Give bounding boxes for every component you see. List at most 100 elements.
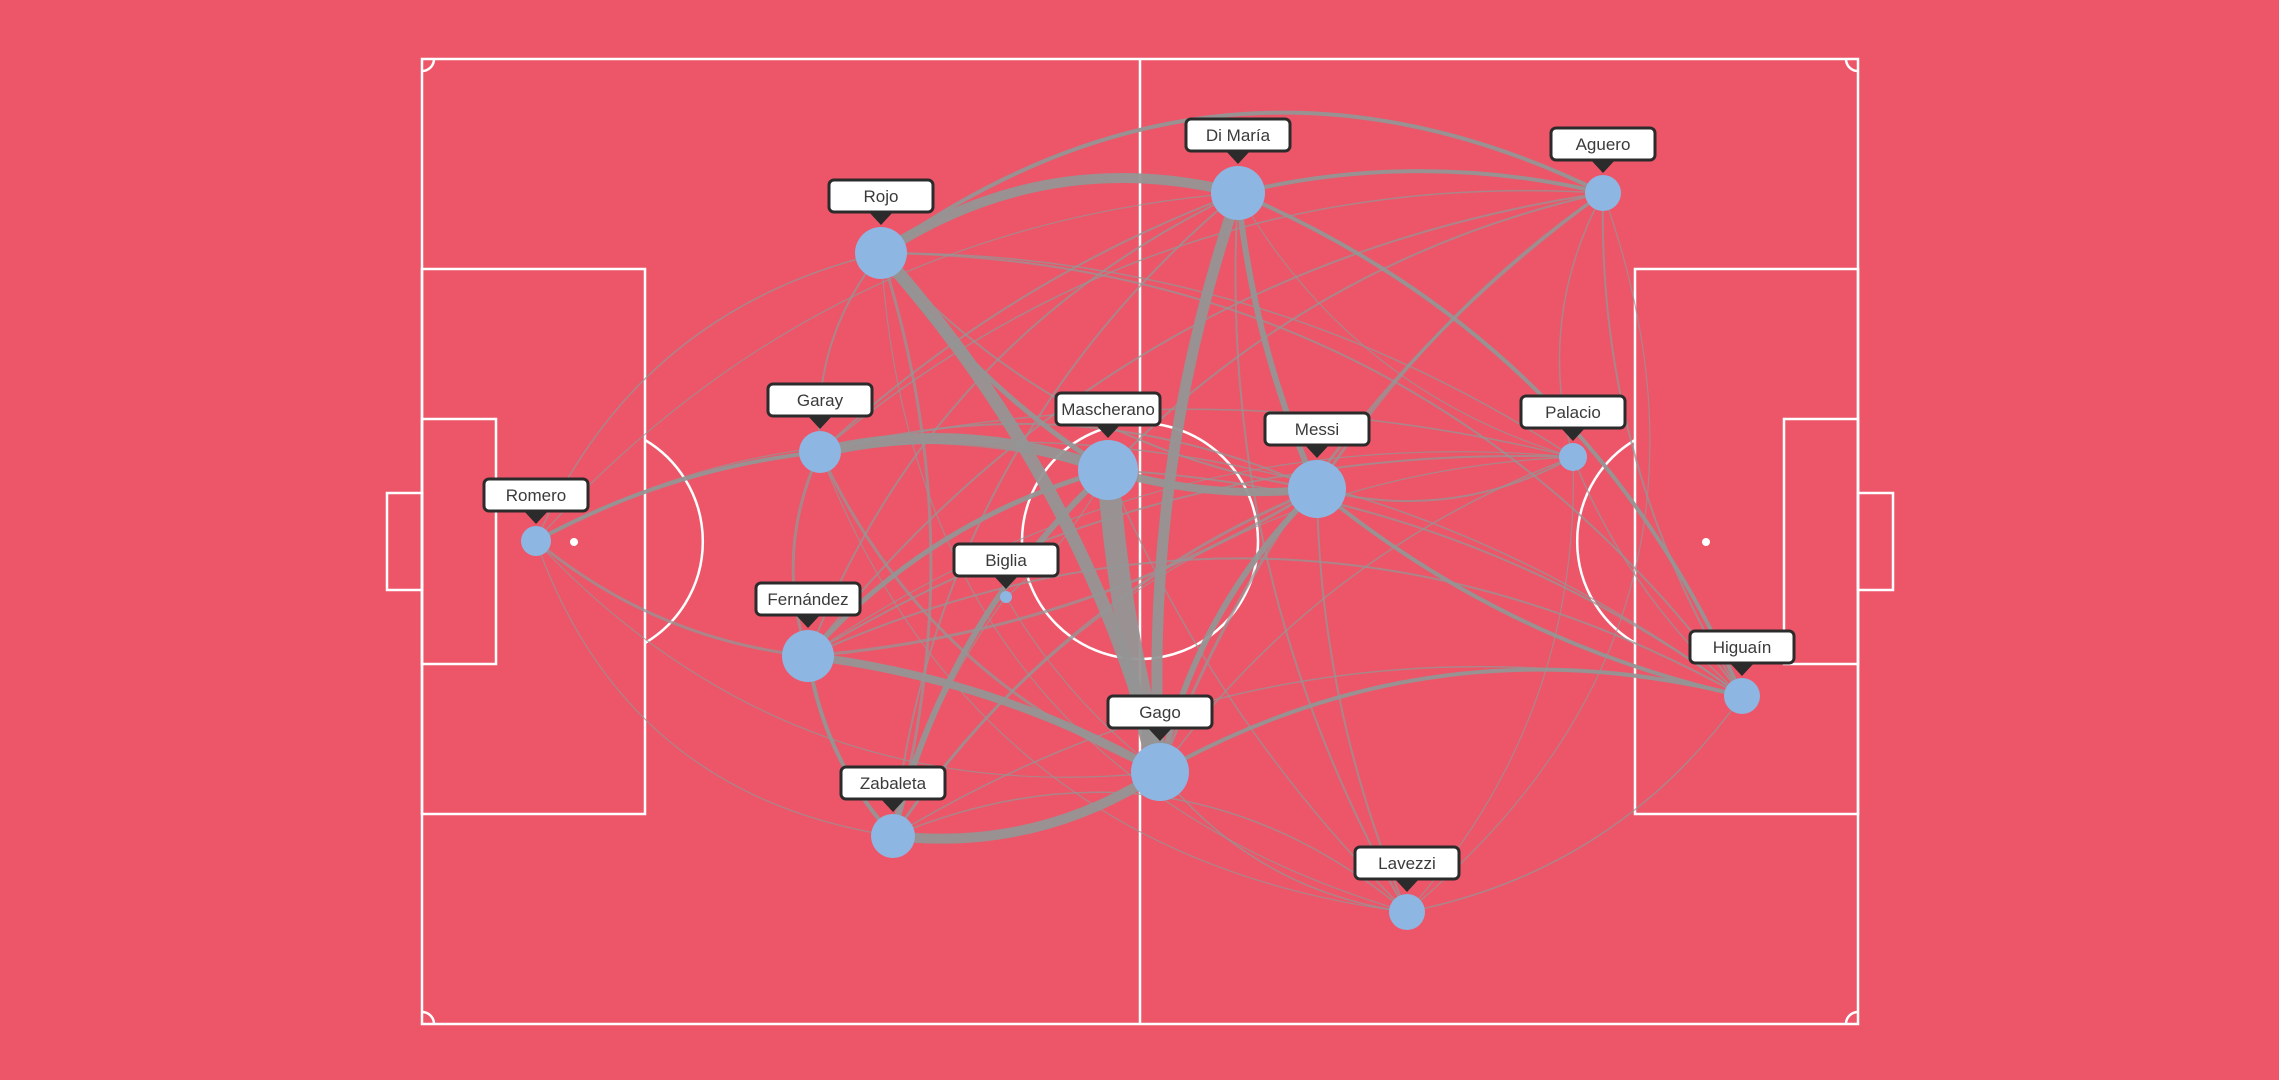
pass-link-rojo-garay bbox=[817, 252, 882, 453]
label-pointer bbox=[1560, 427, 1586, 441]
player-label-zabaleta: Zabaleta bbox=[839, 765, 947, 812]
pass-link-romero-zabaleta bbox=[535, 540, 894, 837]
pass-link-biglia-gago bbox=[1005, 596, 1161, 773]
right-six-yard-box bbox=[1782, 417, 1860, 666]
player-node-mascherano[interactable] bbox=[1078, 440, 1138, 500]
pass-link-dimaria-higuain bbox=[1236, 191, 1744, 698]
pass-link-romero-fernandez bbox=[534, 539, 810, 658]
pass-link-garay-gago bbox=[818, 450, 1162, 774]
label-pointer bbox=[868, 211, 894, 225]
pass-link-fernandez-palacio bbox=[807, 451, 1574, 657]
player-labels: RomeroRojoGarayFernándezZabaletaBigliaMa… bbox=[482, 117, 1796, 892]
player-label-romero: Romero bbox=[482, 477, 590, 524]
pass-link-messi-higuain bbox=[1315, 487, 1744, 698]
pass-link-rojo-gago bbox=[874, 246, 1167, 779]
pass-link-romero-dimaria bbox=[535, 192, 1239, 542]
player-name: Mascherano bbox=[1061, 400, 1155, 419]
pass-link-dimaria-fernandez bbox=[807, 192, 1239, 657]
pass-link-dimaria-messi bbox=[1235, 190, 1320, 492]
label-pointer bbox=[1147, 727, 1173, 741]
player-node-zabaleta[interactable] bbox=[871, 814, 915, 858]
pass-link-garay-aguero bbox=[819, 189, 1604, 453]
pass-link-romero-gago bbox=[535, 540, 1161, 778]
pass-link-palacio-higuain bbox=[1572, 456, 1743, 697]
pass-links bbox=[534, 110, 1744, 913]
pass-link-rojo-zabaleta bbox=[879, 251, 933, 838]
label-box bbox=[1519, 394, 1627, 430]
label-box bbox=[1688, 629, 1796, 665]
left-penalty-spot bbox=[570, 538, 578, 546]
corner-arc-bottom-left bbox=[421, 1010, 436, 1025]
pass-link-aguero-gago bbox=[1158, 191, 1605, 774]
player-node-rojo[interactable] bbox=[855, 227, 907, 279]
label-box bbox=[1054, 391, 1162, 427]
label-box bbox=[1549, 126, 1657, 162]
player-label-dimaria: Di María bbox=[1184, 117, 1292, 164]
label-pointer bbox=[1095, 424, 1121, 438]
label-pointer bbox=[523, 510, 549, 524]
pass-link-gago-lavezzi bbox=[1159, 771, 1408, 913]
player-name: Lavezzi bbox=[1378, 854, 1436, 873]
player-label-palacio: Palacio bbox=[1519, 394, 1627, 441]
label-pointer bbox=[880, 798, 906, 812]
right-penalty-area bbox=[1633, 267, 1860, 816]
player-node-biglia[interactable] bbox=[1000, 591, 1012, 603]
label-box bbox=[766, 382, 874, 418]
player-node-dimaria[interactable] bbox=[1211, 166, 1265, 220]
pass-link-fernandez-gago bbox=[804, 652, 1164, 776]
pass-link-lavezzi-higuain bbox=[1406, 695, 1743, 913]
player-name: Higuaín bbox=[1713, 638, 1772, 657]
pass-link-aguero-lavezzi bbox=[1406, 192, 1651, 913]
label-pointer bbox=[807, 415, 833, 429]
pass-link-palacio-lavezzi bbox=[1406, 456, 1574, 913]
player-node-garay[interactable] bbox=[799, 431, 841, 473]
label-box bbox=[839, 765, 947, 801]
player-label-aguero: Aguero bbox=[1549, 126, 1657, 173]
pass-link-garay-lavezzi bbox=[819, 451, 1408, 913]
label-pointer bbox=[1394, 878, 1420, 892]
label-pointer bbox=[795, 614, 821, 628]
player-label-mascherano: Mascherano bbox=[1054, 391, 1162, 438]
corner-arc-top-right bbox=[1844, 58, 1859, 73]
label-box bbox=[754, 581, 862, 617]
pass-link-rojo-lavezzi bbox=[880, 252, 1408, 913]
player-node-lavezzi[interactable] bbox=[1389, 894, 1425, 930]
label-box bbox=[482, 477, 590, 513]
player-name: Romero bbox=[506, 486, 566, 505]
label-box bbox=[952, 542, 1060, 578]
pass-link-gago-higuain bbox=[1158, 667, 1744, 774]
player-nodes bbox=[521, 166, 1760, 930]
player-label-rojo: Rojo bbox=[827, 178, 935, 225]
player-name: Gago bbox=[1139, 703, 1181, 722]
pass-link-dimaria-palacio bbox=[1237, 192, 1574, 458]
label-box bbox=[1263, 411, 1371, 447]
left-six-yard-box bbox=[420, 417, 498, 666]
player-label-biglia: Biglia bbox=[952, 542, 1060, 589]
pass-link-messi-palacio bbox=[1316, 456, 1574, 503]
label-pointer bbox=[1590, 159, 1616, 173]
pass-link-rojo-higuain bbox=[880, 252, 1743, 697]
pass-link-zabaleta-palacio bbox=[892, 456, 1574, 837]
pass-link-rojo-dimaria bbox=[876, 173, 1243, 258]
player-label-fernandez: Fernández bbox=[754, 581, 862, 628]
right-goal bbox=[1856, 491, 1895, 592]
player-label-higuain: Higuaín bbox=[1688, 629, 1796, 676]
pass-link-dimaria-aguero bbox=[1236, 169, 1605, 195]
label-box bbox=[1353, 845, 1461, 881]
player-name: Palacio bbox=[1545, 403, 1601, 422]
player-name: Zabaleta bbox=[860, 774, 927, 793]
player-node-fernandez[interactable] bbox=[782, 630, 834, 682]
player-label-gago: Gago bbox=[1106, 694, 1214, 741]
player-node-aguero[interactable] bbox=[1585, 175, 1621, 211]
label-box bbox=[1106, 694, 1214, 730]
player-node-higuain[interactable] bbox=[1724, 678, 1760, 714]
corner-arc-bottom-right bbox=[1844, 1010, 1859, 1025]
pass-link-fernandez-zabaleta bbox=[806, 654, 895, 838]
pass-link-dimaria-gago bbox=[1151, 187, 1244, 778]
player-node-romero[interactable] bbox=[521, 526, 551, 556]
player-node-palacio[interactable] bbox=[1559, 443, 1587, 471]
player-node-gago[interactable] bbox=[1131, 743, 1189, 801]
player-label-messi: Messi bbox=[1263, 411, 1371, 458]
label-pointer bbox=[1225, 150, 1251, 164]
player-node-messi[interactable] bbox=[1288, 460, 1346, 518]
